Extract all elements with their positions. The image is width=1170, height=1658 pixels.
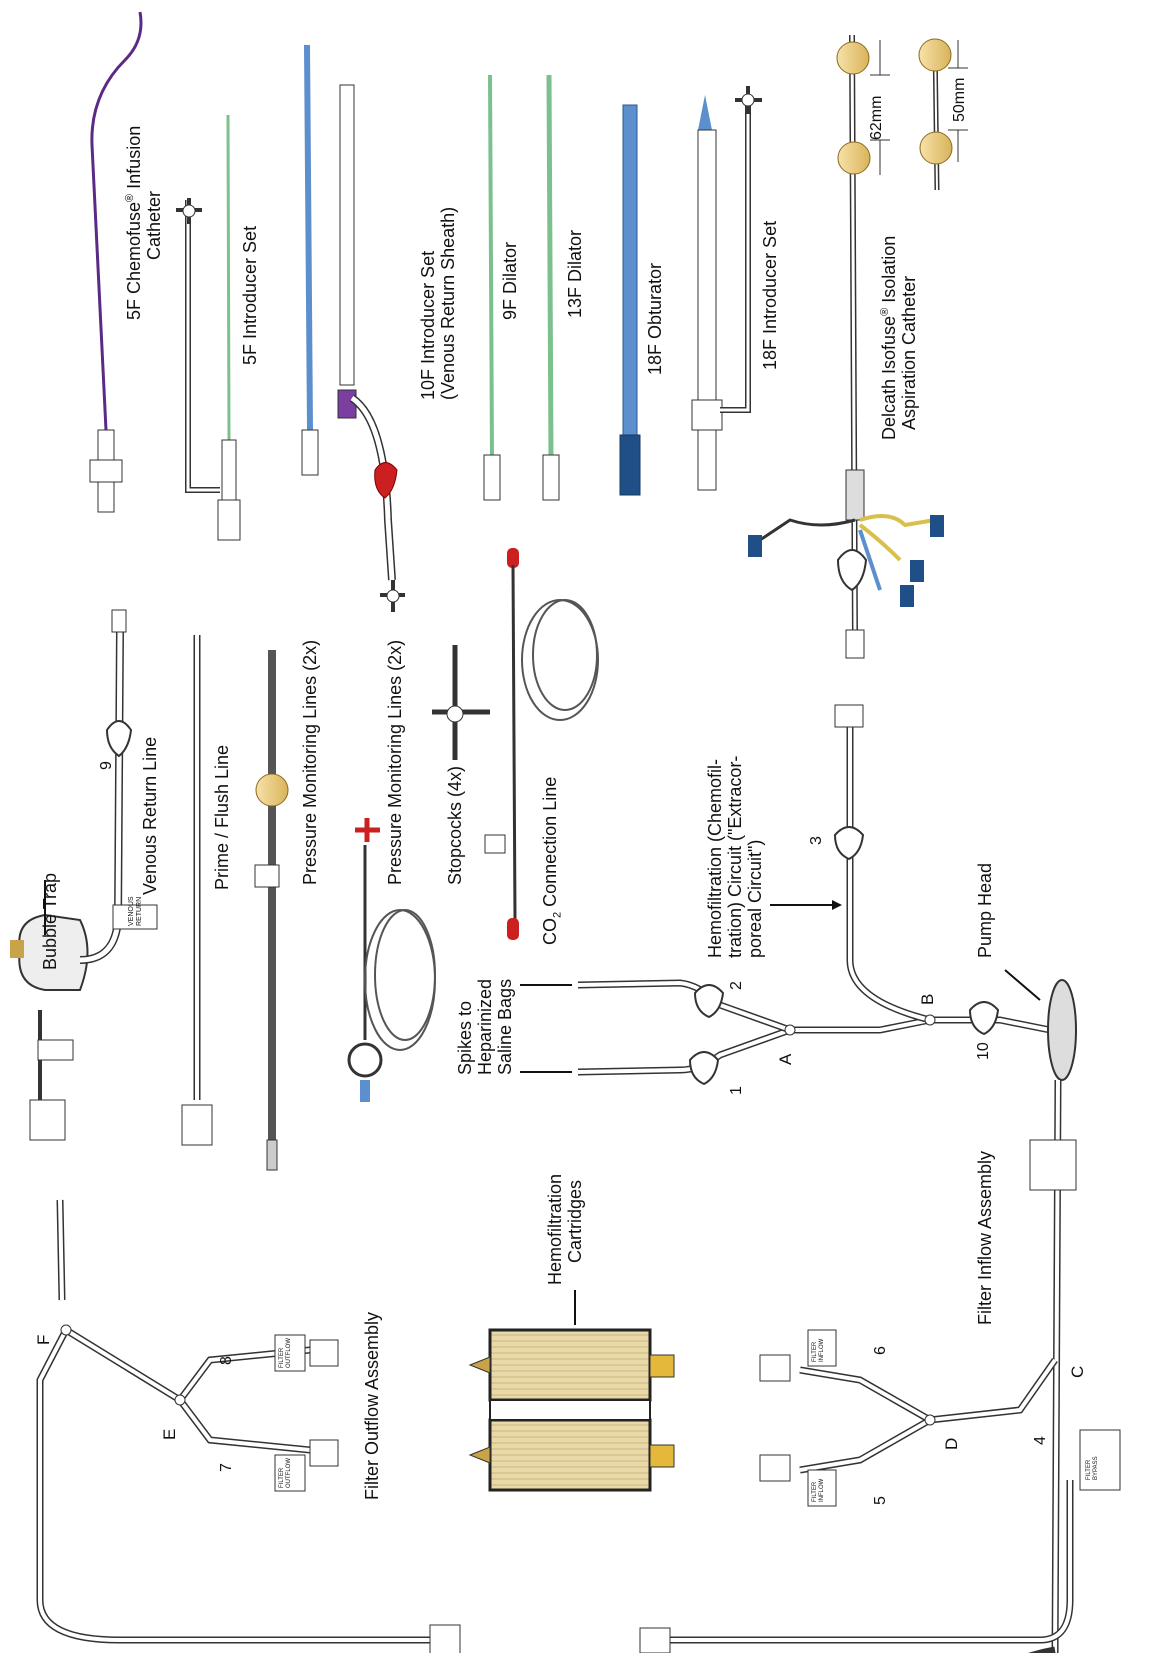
pump-head-pointer [1004,969,1041,1001]
balloon-dimension-detail [870,38,968,191]
dilator-13f [542,74,560,501]
label-co2: CO2 Connection Line [540,776,564,945]
label-stopcocks: Stopcocks (4x) [445,765,465,885]
label-filter-outflow: Filter Outflow Assembly [362,1311,382,1500]
isofuse-catheter [748,34,944,659]
label-pump-head: Pump Head [975,862,995,958]
dilator-9f [483,74,501,501]
filter-outflow-assembly [36,1199,461,1656]
clamp-number-2: 2 [728,981,745,990]
label-intro10f: 10F Introducer Set (Venous Return Sheath… [418,206,458,400]
clamp-number-8: 8 [218,1356,235,1365]
intro10f-set [301,44,405,612]
junction-a: A [776,1053,795,1065]
label-prime-flush: Prime / Flush Line [212,744,232,890]
junction-c: C [1068,1365,1087,1378]
label-hemo-circuit: Hemofiltration (Chemofil- tration) Circu… [705,755,765,958]
hemofiltration-circuit [520,704,1077,1086]
intro18f-set [691,86,762,491]
label-venous-return: Venous Return Line [140,736,160,895]
label-pressure-b: Pressure Monitoring Lines (2x) [385,639,405,885]
pressure-line-b [347,818,436,1102]
label-intro18f: 18F Introducer Set [760,220,780,370]
filter-inflow-assembly [1013,1079,1077,1658]
chemofuse-catheter [89,11,143,513]
label-dim62: 62mm [868,95,885,140]
bubble-trap-assembly [10,609,158,1141]
junction-f: F [34,1334,53,1345]
junction-e: E [160,1428,179,1440]
clamp-number-7: 7 [218,1463,235,1472]
clamp-number-5: 5 [872,1496,889,1505]
label-intro5f: 5F Introducer Set [240,225,260,365]
filter-inflow-lower [639,1329,1121,1654]
clamp-number-6: 6 [872,1346,889,1355]
clamp-number-10: 10 [975,1042,992,1060]
prime-flush-line [181,635,213,1146]
stopcock [432,645,490,760]
junction-b: B [918,993,937,1005]
label-bubble-trap: Bubble Trap [40,872,60,970]
intro5f-set [176,114,241,541]
pressure-line-a [254,650,289,1171]
label-isofuse: Delcath Isofuse® Isolation Aspiration Ca… [879,235,919,440]
clamp-number-9: 9 [98,761,115,770]
label-chemofuse: 5F Chemofuse® Infusion Catheter [124,125,164,320]
label-obt18f: 18F Obturator [645,262,665,375]
label-dim50: 50mm [951,77,968,122]
junction-d: D [942,1437,961,1450]
label-spikes: Spikes to Heparinized Saline Bags [455,978,515,1075]
clamp-number-1: 1 [728,1086,745,1095]
label-dil9f: 9F Dilator [500,241,520,320]
label-dil13f: 13F Dilator [565,229,585,318]
label-filter-inflow: Filter Inflow Assembly [975,1150,995,1325]
clamp-number-3: 3 [808,836,825,845]
label-pressure-a: Pressure Monitoring Lines (2x) [300,639,320,885]
label-cartridges: Hemofiltration Cartridges [545,1173,585,1285]
co2-line [484,548,599,940]
obturator-18f [619,104,641,496]
clamp-number-4: 4 [1032,1436,1049,1445]
hemofiltration-cartridges [468,1328,675,1492]
